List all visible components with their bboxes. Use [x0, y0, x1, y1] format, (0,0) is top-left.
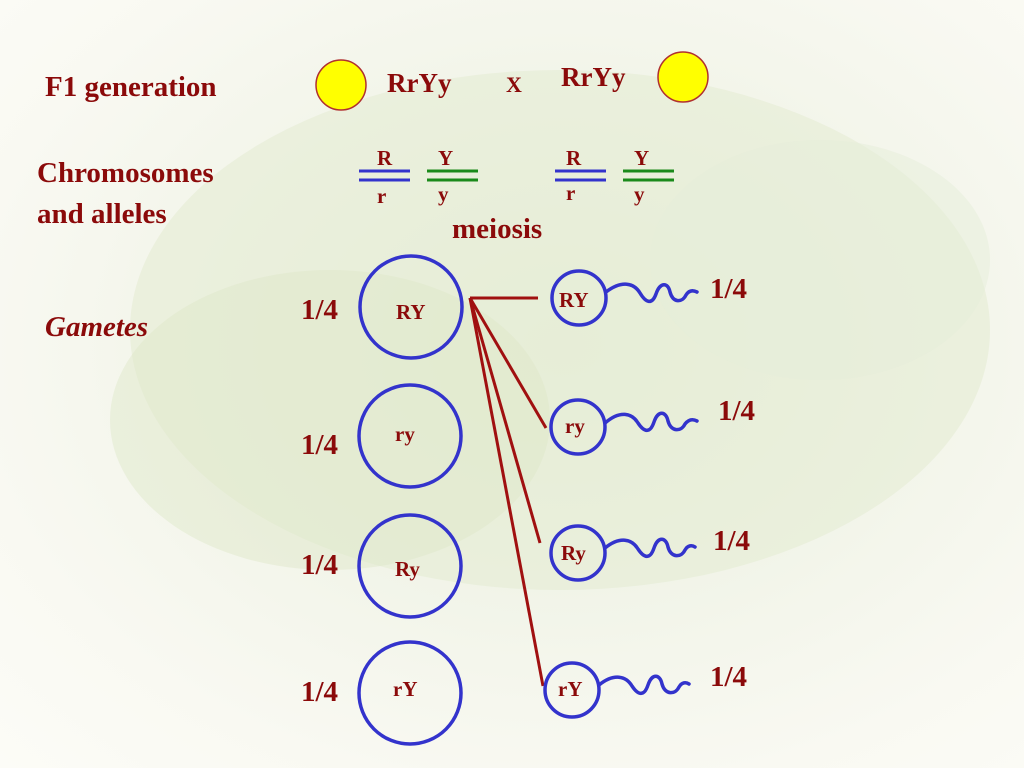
connector-line-ry-rev [468, 297, 545, 687]
sperm-genotype: Ry [561, 541, 586, 565]
sperm-tail [603, 411, 699, 433]
sperm-head [543, 661, 601, 719]
sperm-fraction: 1/4 [713, 525, 751, 557]
sperm-tail [603, 537, 697, 559]
allele-label: Y [438, 146, 454, 170]
f1-generation-label: F1 generation [45, 71, 217, 103]
meiosis-label: meiosis [452, 213, 543, 245]
connector-lines [468, 296, 548, 687]
gamete-genotype: Ry [395, 557, 420, 581]
allele-label: Y [634, 146, 650, 170]
sperm-tails [597, 282, 699, 696]
chromosomes-label-line2: and alleles [37, 198, 167, 230]
gamete-circle-ry-upper [358, 254, 464, 360]
left-parent-pea [315, 59, 367, 111]
sperm-fraction: 1/4 [710, 273, 748, 305]
allele-label: y [634, 182, 645, 206]
sperm-tail [597, 674, 691, 696]
allele-label: r [566, 181, 576, 205]
right-parent-genotype: RrYy [561, 62, 626, 92]
allele-label: r [377, 184, 387, 208]
chromosome-pair-left [359, 169, 478, 182]
left-parent-genotype: RrYy [387, 68, 452, 98]
sperm-head [549, 524, 607, 582]
gamete-fraction: 1/4 [301, 549, 339, 581]
right-parent-pea [657, 51, 709, 103]
cross-symbol: X [506, 72, 522, 97]
sperm-fraction: 1/4 [710, 661, 748, 693]
allele-label: y [438, 182, 449, 206]
sperm-genotype: ry [565, 414, 585, 438]
gamete-genotype: ry [395, 422, 415, 446]
chromosomes-label-line1: Chromosomes [37, 157, 214, 189]
chromosome-pair-right [555, 169, 674, 182]
sperm-head [550, 269, 608, 327]
connector-line-ry-mixed [468, 297, 542, 544]
gamete-circle-ry-rev [357, 640, 463, 746]
gamete-circle-ry-mixed [357, 513, 463, 619]
sperm-genotype: rY [558, 677, 583, 701]
gamete-genotype: RY [396, 300, 426, 324]
sperm-fraction: 1/4 [718, 395, 756, 427]
allele-label: R [377, 146, 393, 170]
gamete-genotype: rY [393, 677, 418, 701]
connector-line-ry-lower [468, 297, 548, 429]
sperm-head [549, 398, 607, 456]
sperm-genotype: RY [559, 288, 589, 312]
allele-label: R [566, 146, 582, 170]
gamete-fraction: 1/4 [301, 429, 339, 461]
gamete-fraction: 1/4 [301, 676, 339, 708]
sperm-tail [604, 282, 699, 304]
gamete-fraction: 1/4 [301, 294, 339, 326]
gametes-label: Gametes [45, 311, 149, 343]
gamete-circle-ry-lower [357, 383, 463, 489]
